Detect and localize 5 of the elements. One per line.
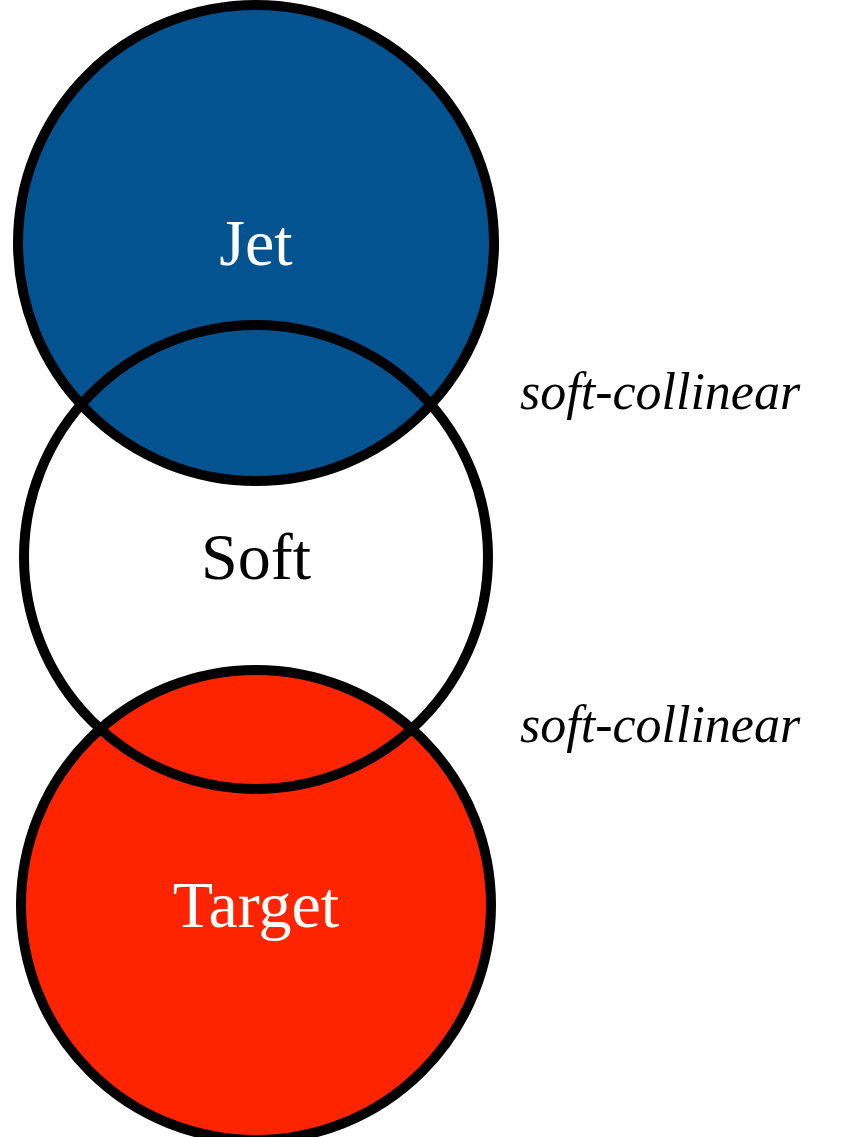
circle-label: Target	[172, 867, 340, 943]
region-label: soft-collinear	[520, 695, 801, 754]
region-label: soft-collinear	[520, 362, 801, 421]
circle-label: Jet	[219, 205, 293, 281]
circle-label: Soft	[201, 519, 311, 595]
